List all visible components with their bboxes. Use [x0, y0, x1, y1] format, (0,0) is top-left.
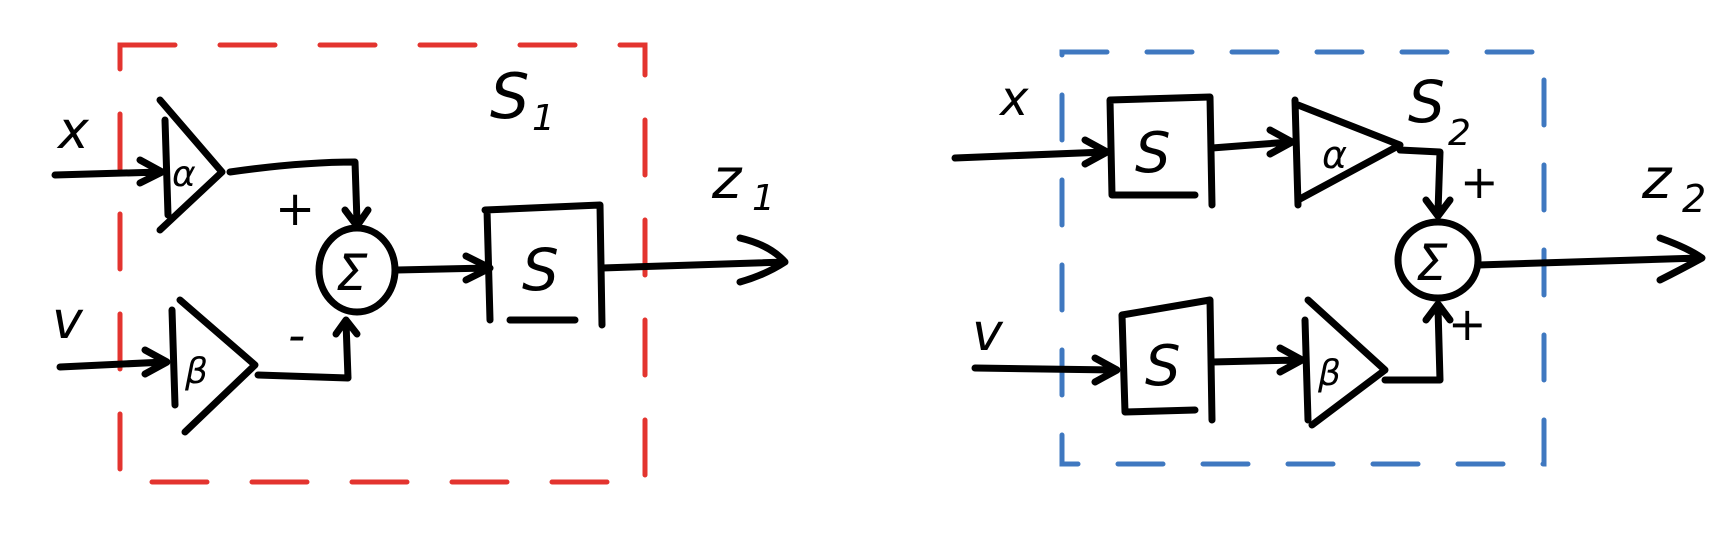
input-v-arrow: [56, 346, 171, 378]
output-2-arrow: [1474, 234, 1706, 284]
sum-to-integrator-wire: [393, 252, 494, 284]
system-1-subscript: 1: [532, 98, 555, 139]
diagram-2: S 2 x S α + Σ v S: [951, 49, 1706, 467]
gain-beta-symbol: β: [184, 351, 208, 392]
input-v2-arrow: [971, 354, 1121, 386]
input-x2-arrow: [951, 136, 1111, 168]
gain-beta-block: β: [168, 296, 259, 436]
sum-sign-bottom: -: [288, 308, 305, 364]
integrator-1-symbol: S: [522, 236, 559, 304]
input-x-arrow: [51, 156, 166, 187]
output-1-subscript: 1: [752, 178, 775, 219]
gain-alpha-block: α: [156, 96, 226, 234]
output-1-label: z: [711, 147, 743, 212]
gain-alpha2-block: α: [1291, 96, 1404, 209]
gain-beta2-block: β: [1301, 296, 1389, 429]
integrator-block-2-bottom: S: [1118, 296, 1216, 424]
output-2-subscript: 2: [1682, 177, 1706, 221]
sum2-sign-bottom: +: [1448, 297, 1487, 351]
system-2-label: S: [1408, 68, 1445, 136]
beta-to-sum-wire: [254, 316, 361, 382]
gain-alpha-symbol: α: [172, 154, 196, 195]
integrator-to-beta-wire: [1208, 344, 1306, 376]
integrator-block-1: S: [481, 201, 606, 329]
integrator-2-bottom-symbol: S: [1145, 334, 1181, 399]
system-2-boundary: [1059, 49, 1547, 467]
summing-junction-2: Σ: [1394, 218, 1482, 302]
integrator-to-alpha-wire: [1208, 126, 1296, 158]
sum2-sign-top: +: [1460, 155, 1499, 209]
input-v-label: v: [52, 291, 84, 351]
sum-symbol-2: Σ: [1416, 234, 1448, 292]
system-2-subscript: 2: [1448, 113, 1471, 154]
system-1-label: S: [490, 60, 529, 133]
input-x-label: x: [56, 101, 90, 161]
sum-sign-top: +: [275, 181, 315, 237]
alpha2-to-sum-wire: [1396, 146, 1454, 220]
integrator-block-2-top: S: [1106, 93, 1216, 209]
beta2-to-sum-wire: [1381, 300, 1454, 384]
sum-symbol-1: Σ: [336, 244, 368, 302]
summing-junction-1: Σ: [315, 224, 399, 316]
input-v2-label: v: [972, 303, 1004, 363]
input-x2-label: x: [998, 71, 1029, 127]
output-2-label: z: [1641, 147, 1673, 212]
gain-alpha2-symbol: α: [1322, 133, 1347, 177]
gain-beta2-symbol: β: [1317, 353, 1341, 394]
diagram-1: S 1 x α v β + - Σ: [51, 42, 789, 485]
output-1-arrow: [598, 234, 789, 286]
integrator-2-top-symbol: S: [1135, 121, 1171, 186]
